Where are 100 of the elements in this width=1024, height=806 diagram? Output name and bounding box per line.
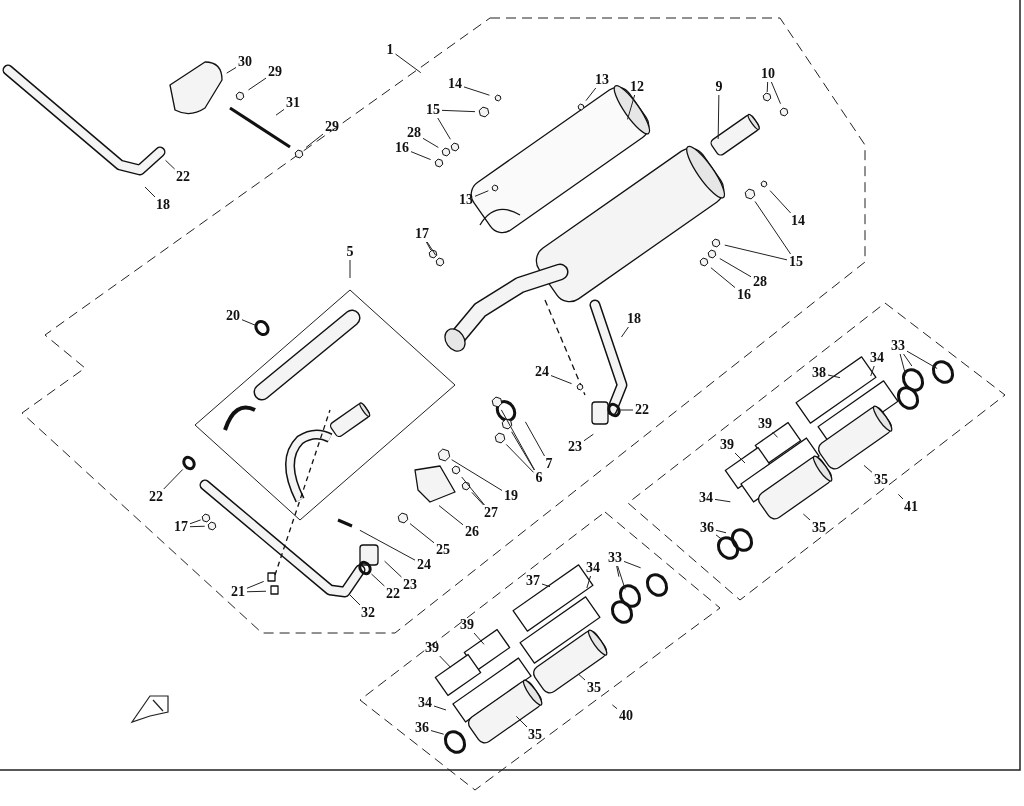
callout-number: 1 [385, 43, 395, 57]
leader-line [870, 365, 875, 377]
leader-line [719, 258, 752, 278]
leader-line [473, 632, 485, 645]
leader-line [433, 705, 447, 711]
callout-number: 35 [586, 681, 602, 695]
leader-line [409, 523, 435, 544]
leader-line [349, 594, 361, 606]
leader-line [897, 493, 904, 500]
callout-number: 17 [173, 520, 189, 534]
leader-line [899, 353, 907, 376]
leader-line [461, 476, 485, 506]
callout-number: 15 [788, 255, 804, 269]
callout-number: 9 [714, 80, 724, 94]
leader-line [611, 704, 618, 710]
callout-number: 13 [458, 193, 474, 207]
leader-line [770, 81, 781, 105]
callout-number: 33 [890, 339, 906, 353]
leader-line [617, 565, 626, 590]
leader-line [550, 375, 573, 385]
callout-number: 29 [267, 65, 283, 79]
leader-line [754, 200, 792, 255]
callout-number: 18 [626, 312, 642, 326]
leader-line [717, 94, 720, 140]
leader-line [903, 353, 913, 367]
leader-line [439, 655, 452, 668]
callout-number: 23 [402, 578, 418, 592]
callout-number: 21 [230, 585, 246, 599]
leader-line [370, 573, 385, 587]
leader-line [715, 529, 727, 534]
leader-line [710, 267, 736, 289]
leader-line [586, 575, 592, 589]
leader-line [511, 431, 535, 471]
callout-number: 22 [385, 587, 401, 601]
callout-number: 13 [594, 73, 610, 87]
leader-line [246, 590, 267, 593]
callout-number: 39 [424, 641, 440, 655]
leader-line [585, 87, 597, 102]
callout-number: 28 [406, 126, 422, 140]
leader-line [619, 409, 634, 411]
leader-line [627, 94, 636, 120]
callout-number: 25 [435, 543, 451, 557]
callout-number: 34 [585, 561, 601, 575]
leader-line [165, 159, 176, 170]
callout-number: 22 [175, 170, 191, 184]
callout-number: 41 [903, 500, 919, 514]
leader-line [437, 117, 451, 140]
leader-line [438, 505, 464, 526]
leader-line [906, 350, 938, 369]
leader-line [541, 583, 551, 588]
leader-line [275, 108, 285, 116]
callout-number: 14 [790, 214, 806, 228]
leader-line [471, 491, 485, 506]
callout-number: 33 [607, 551, 623, 565]
callout-number: 35 [811, 521, 827, 535]
leader-line [621, 326, 629, 338]
callout-number: 39 [459, 618, 475, 632]
leader-line [441, 109, 476, 113]
leader-line [349, 259, 351, 279]
leader-line [616, 565, 620, 578]
leader-line [505, 443, 534, 473]
callout-number: 29 [324, 120, 340, 134]
callout-number: 30 [237, 55, 253, 69]
callout-number: 23 [567, 440, 583, 454]
callout-number: 17 [414, 227, 430, 241]
callout-number: 19 [503, 489, 519, 503]
leader-line [426, 241, 437, 256]
leader-line [583, 433, 594, 442]
leader-line [144, 186, 156, 198]
callout-number: 24 [534, 365, 550, 379]
callout-number: 26 [464, 525, 480, 539]
callout-number: 6 [534, 471, 544, 485]
callout-number: 16 [736, 288, 752, 302]
leader-line [189, 525, 206, 528]
leader-line [827, 374, 841, 379]
leader-line [715, 534, 722, 540]
leader-line [714, 498, 731, 503]
callout-number: 34 [698, 491, 714, 505]
callout-number: 28 [752, 275, 768, 289]
callout-number: 24 [416, 558, 432, 572]
leader-line [241, 319, 256, 326]
callout-number: 18 [155, 198, 171, 212]
leader-line [359, 529, 416, 561]
leader-line [395, 53, 422, 74]
leader-line [474, 190, 489, 197]
leader-line [422, 137, 439, 148]
callout-number: 27 [483, 506, 499, 520]
leader-line [247, 77, 267, 91]
callout-number: 36 [699, 521, 715, 535]
leader-line [623, 560, 642, 569]
leader-line [384, 560, 402, 578]
callout-number: 37 [525, 574, 541, 588]
leader-line [802, 513, 811, 521]
callout-number: 22 [148, 490, 164, 504]
leader-line [246, 580, 265, 589]
callout-number: 5 [345, 245, 355, 259]
callout-number: 7 [544, 457, 554, 471]
callout-number: 10 [760, 67, 776, 81]
leader-line [463, 86, 490, 96]
leader-line [578, 674, 586, 681]
